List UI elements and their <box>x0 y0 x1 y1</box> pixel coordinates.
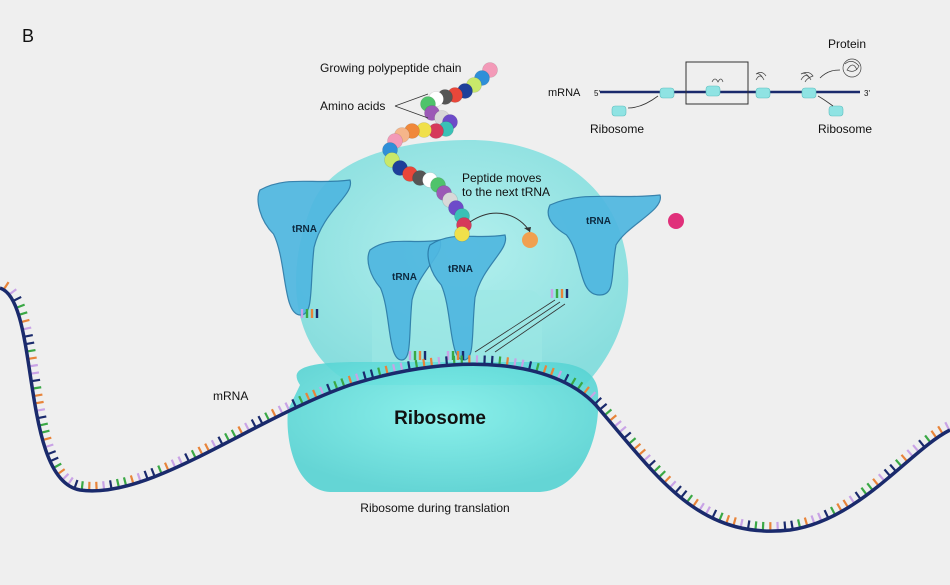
trna-molecule: tRNA <box>257 179 352 318</box>
inset-ribosomes <box>611 85 844 117</box>
mrna-backbone <box>0 286 950 533</box>
amino-acid <box>522 232 538 248</box>
inset-three-prime: 3' <box>864 89 870 98</box>
trna-molecule: tRNA <box>547 194 661 298</box>
inset-mrna-label: mRNA <box>548 87 581 99</box>
trna-label: tRNA <box>586 216 611 227</box>
trna-label: tRNA <box>448 264 473 275</box>
caption-label: Ribosome during translation <box>360 501 509 515</box>
pointer-lines <box>394 93 566 353</box>
inset-ribosome-right: Ribosome <box>818 122 872 136</box>
polypeptide-chain <box>382 62 684 248</box>
trna-label: tRNA <box>292 224 317 235</box>
peptide-moves-label: Peptide moves <box>462 171 541 185</box>
inset-five-prime: 5' <box>594 89 600 98</box>
trna-molecules: tRNA tRNA tRNA tRNA <box>257 179 661 361</box>
inset-arrows <box>627 69 841 109</box>
peptide-moves-label-2: to the next tRNA <box>462 185 550 199</box>
amino-acid <box>668 213 684 229</box>
mrna-label: mRNA <box>213 389 248 403</box>
inset-overview: mRNA 5' 3' Ribosome Ribosome Protein <box>548 37 872 136</box>
inset-protein-label: Protein <box>828 37 866 51</box>
mrna-strand <box>0 281 950 533</box>
inset-protein-squiggles <box>711 58 862 83</box>
trna-molecule: tRNA <box>367 239 442 361</box>
panel-label: B <box>22 26 34 46</box>
ribosome-label: Ribosome <box>394 408 486 429</box>
amino-acid <box>454 226 470 242</box>
trna-label: tRNA <box>392 272 417 283</box>
ribosome-small-subunit <box>287 362 599 492</box>
amino-acids-label: Amino acids <box>320 99 385 113</box>
peptide-transfer-arrow <box>469 212 531 233</box>
growing-chain-label: Growing polypeptide chain <box>320 61 461 75</box>
inset-ribosome-left: Ribosome <box>590 122 644 136</box>
